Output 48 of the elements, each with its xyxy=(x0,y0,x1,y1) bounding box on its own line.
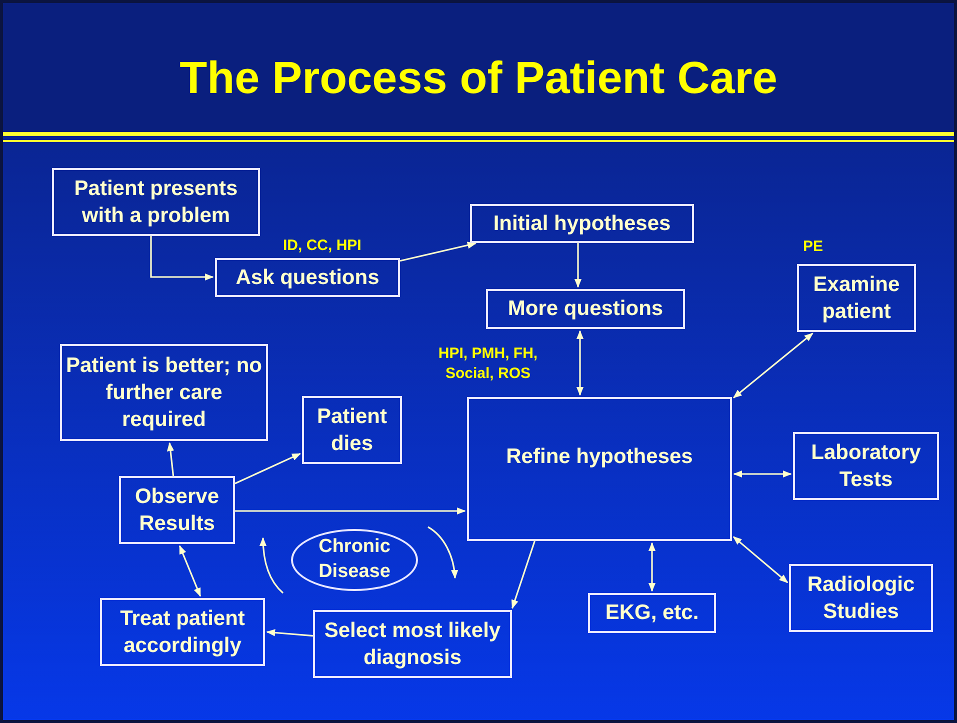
node-label: Radiologic Studies xyxy=(806,572,916,625)
process-box xyxy=(313,610,512,678)
arrow xyxy=(648,542,656,592)
node-label: Refine hypotheses xyxy=(506,444,693,470)
node-label: Patient dies xyxy=(316,404,388,457)
node-label: Laboratory Tests xyxy=(810,440,922,493)
arrow xyxy=(732,536,788,584)
arrow xyxy=(732,332,814,398)
arrow xyxy=(266,629,314,637)
arrow xyxy=(574,243,582,288)
ellipse-node xyxy=(291,529,418,591)
node-label: Patient is better; no further care required xyxy=(64,352,264,434)
process-box xyxy=(470,204,694,243)
process-box xyxy=(486,289,685,329)
node-label: Initial hypotheses xyxy=(493,210,671,237)
node-label: Ask questions xyxy=(236,264,380,291)
process-box xyxy=(789,564,933,632)
process-box xyxy=(588,593,716,633)
process-box xyxy=(60,344,268,441)
annotation-text: HPI, PMH, FH, Social, ROS xyxy=(437,344,539,383)
arrow xyxy=(733,470,792,478)
arrow xyxy=(178,545,202,597)
arrow xyxy=(150,236,214,281)
process-box xyxy=(119,476,235,544)
arrow xyxy=(234,452,302,484)
process-box xyxy=(100,598,265,666)
node-label: Treat patient accordingly xyxy=(119,606,246,659)
annotation-text: ID, CC, HPI xyxy=(283,236,362,256)
node-label: Select most likely diagnosis xyxy=(323,618,502,671)
process-box xyxy=(797,264,916,332)
process-box xyxy=(467,397,732,541)
process-box xyxy=(52,168,260,236)
arrow xyxy=(511,540,536,609)
node-label: Examine patient xyxy=(812,272,901,325)
slide-title: The Process of Patient Care xyxy=(180,52,778,103)
node-label: Patient presents with a problem xyxy=(73,176,239,229)
process-box xyxy=(302,396,402,464)
arrow xyxy=(166,442,174,476)
node-label: Observe Results xyxy=(134,484,220,537)
process-box xyxy=(793,432,939,500)
node-label: More questions xyxy=(508,296,664,322)
annotation-text: PE xyxy=(803,237,824,256)
node-label: EKG, etc. xyxy=(605,600,699,626)
arrow xyxy=(235,507,466,515)
process-box xyxy=(215,258,400,297)
arrow xyxy=(576,330,584,396)
arrow xyxy=(400,242,476,262)
node-label: Chronic Disease xyxy=(318,535,392,584)
